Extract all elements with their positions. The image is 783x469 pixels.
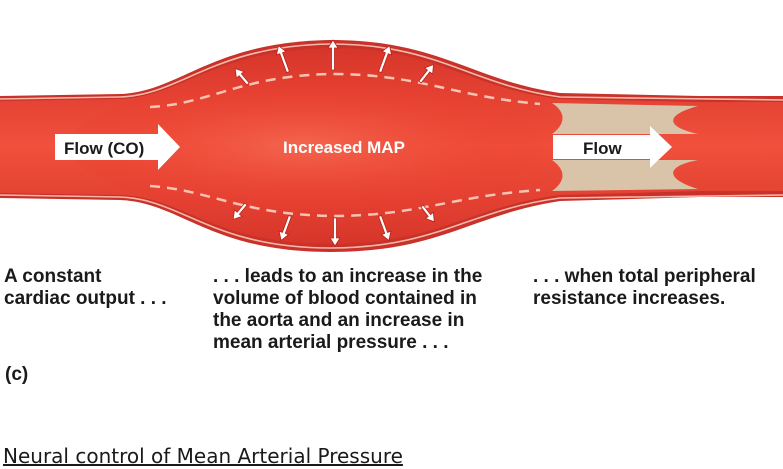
- outflow-label: Flow: [583, 139, 622, 158]
- caption-line: A constant: [4, 266, 167, 288]
- inflow-label: Flow (CO): [64, 139, 144, 158]
- center-label: Increased MAP: [283, 138, 405, 157]
- caption-blood-volume: . . . leads to an increase in the volume…: [213, 266, 482, 354]
- caption-line: mean arterial pressure . . .: [213, 332, 482, 354]
- neural-control-link[interactable]: Neural control of Mean Arterial Pressure: [3, 444, 403, 468]
- caption-cardiac-output: A constant cardiac output . . .: [4, 266, 167, 310]
- caption-peripheral-resistance: . . . when total peripheral resistance i…: [533, 266, 756, 310]
- caption-line: the aorta and an increase in: [213, 310, 482, 332]
- panel-label: (c): [5, 364, 28, 386]
- caption-line: volume of blood contained in: [213, 288, 482, 310]
- caption-line: resistance increases.: [533, 288, 756, 310]
- caption-line: . . . when total peripheral: [533, 266, 756, 288]
- vessel-diagram: Flow (CO) Increased MAP Flow: [0, 0, 783, 262]
- caption-line: cardiac output . . .: [4, 288, 167, 310]
- caption-line: . . . leads to an increase in the: [213, 266, 482, 288]
